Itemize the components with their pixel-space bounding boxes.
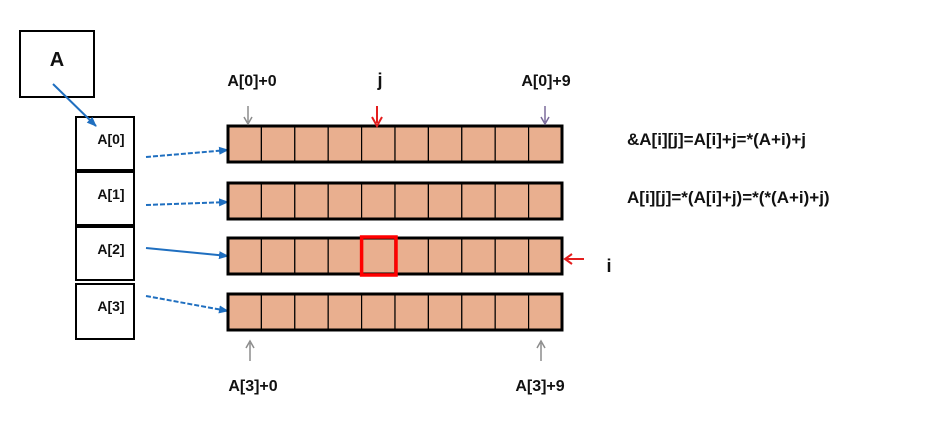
row-pointer-box	[75, 283, 135, 340]
row-pointer-arrow	[145, 247, 229, 260]
row-pointer-column: A[0] A[1] A[2] A[3]	[75, 116, 135, 340]
array-cell	[427, 125, 463, 163]
marker-top-j-arrow	[371, 106, 383, 129]
array-cell	[461, 237, 496, 275]
row-pointer-arrow	[145, 295, 229, 314]
pointer-a-arrow	[52, 83, 97, 127]
marker-top-start: A[0]+0	[227, 73, 276, 90]
row-pointer-box	[75, 171, 135, 226]
array-cell	[327, 237, 363, 275]
formula-address: &A[i][j]=A[i]+j=*(A+i)+j	[627, 130, 806, 149]
marker-bottom-end: A[3]+9	[515, 378, 564, 395]
marker-row-i: i	[606, 256, 611, 276]
array-cell	[461, 125, 496, 163]
array-cell	[260, 182, 296, 220]
array-cell	[361, 237, 396, 275]
array-cell	[260, 125, 296, 163]
marker-bottom-start-arrow	[245, 339, 255, 361]
array-cell	[527, 237, 563, 275]
array-row-border	[226, 124, 564, 164]
array-cell	[527, 293, 563, 331]
array-cell	[461, 182, 496, 220]
formula-value: A[i][j]=*(A[i]+j)=*(*(A+i)+j)	[627, 188, 830, 207]
array-cell	[427, 182, 463, 220]
row-pointer-label: A[3]	[97, 298, 124, 314]
array-cell	[327, 125, 363, 163]
array-cell	[260, 237, 296, 275]
array-cell	[494, 125, 530, 163]
row-pointer-box	[75, 116, 135, 171]
array-row-border	[226, 181, 564, 221]
array-cell	[527, 125, 563, 163]
marker-top-start-arrow	[243, 106, 253, 126]
array-cell	[294, 182, 329, 220]
array-cell	[394, 293, 430, 331]
array-cell	[327, 182, 363, 220]
array-cell	[227, 293, 263, 331]
array-cell	[227, 125, 263, 163]
array-row	[226, 181, 564, 221]
pointer-a-label: A	[50, 49, 64, 71]
array-cell	[294, 237, 329, 275]
array-rows	[226, 124, 564, 332]
array-cell	[260, 293, 296, 331]
array-cell	[327, 293, 363, 331]
array-cell	[227, 182, 263, 220]
row-pointer-arrow	[145, 198, 229, 207]
pointer-a-box	[19, 30, 95, 98]
row-pointer-box	[75, 226, 135, 281]
row-pointer-label: A[1]	[97, 186, 124, 202]
highlighted-cell	[359, 235, 398, 277]
array-cell	[494, 237, 530, 275]
array-cell	[494, 293, 530, 331]
array-cell	[361, 125, 396, 163]
row-pointer-arrow	[145, 146, 229, 158]
array-row	[226, 292, 564, 332]
array-cell	[427, 237, 463, 275]
row-pointer-label: A[2]	[97, 241, 124, 257]
array-cell	[527, 182, 563, 220]
marker-top-end-arrow	[540, 106, 550, 126]
marker-bottom-start: A[3]+0	[228, 378, 277, 395]
marker-bottom-end-arrow	[536, 339, 546, 361]
marker-row-i-arrow	[563, 253, 584, 265]
array-cell	[394, 182, 430, 220]
array-cell	[394, 125, 430, 163]
marker-top-end: A[0]+9	[521, 73, 570, 90]
array-cell	[361, 293, 396, 331]
marker-top-j: j	[376, 70, 382, 90]
array-cell	[294, 293, 329, 331]
array-row	[226, 124, 564, 164]
array-cell	[394, 237, 430, 275]
array-cell	[461, 293, 496, 331]
array-row	[226, 236, 564, 276]
array-cell	[361, 182, 396, 220]
array-cell	[294, 125, 329, 163]
array-row-border	[226, 292, 564, 332]
array-cell	[227, 237, 263, 275]
array-cell	[427, 293, 463, 331]
array-cell	[494, 182, 530, 220]
row-pointer-label: A[0]	[97, 131, 124, 147]
